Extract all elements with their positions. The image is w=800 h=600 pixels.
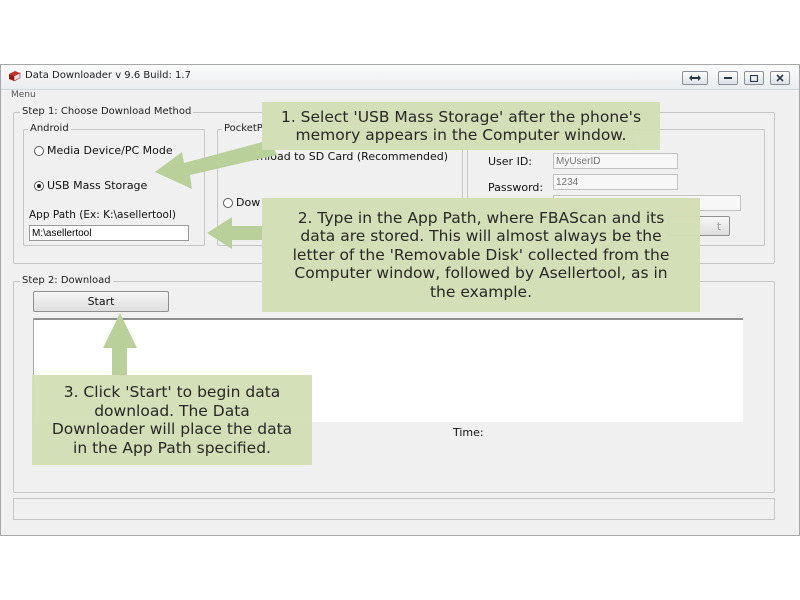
window-title: Data Downloader v 9.6 Build: 1.7	[25, 70, 191, 81]
callout-step1: 1. Select 'USB Mass Storage' after the p…	[262, 102, 660, 150]
book-icon	[9, 71, 21, 82]
status-bar	[13, 498, 775, 520]
second-download-radio[interactable]	[223, 198, 233, 208]
time-label: Time:	[453, 426, 484, 439]
maximize-button[interactable]	[744, 71, 764, 85]
android-legend: Android	[28, 123, 71, 134]
minimize-icon	[724, 77, 732, 79]
usb-mass-storage-label: USB Mass Storage	[47, 179, 148, 192]
userid-input[interactable]	[553, 153, 678, 169]
close-button[interactable]	[770, 71, 790, 85]
title-bar[interactable]: Data Downloader v 9.6 Build: 1.7	[1, 65, 799, 90]
password-label: Password:	[488, 181, 544, 194]
double-arrow-icon	[689, 75, 701, 81]
menu-bar: Menu	[1, 90, 799, 102]
callout-step1-text: 1. Select 'USB Mass Storage' after the p…	[280, 107, 642, 145]
media-device-radio[interactable]	[34, 146, 44, 156]
callout-step3-text: 3. Click 'Start' to begin data download.…	[51, 383, 293, 457]
resize-button[interactable]	[682, 71, 708, 85]
step2-legend: Step 2: Download	[20, 275, 113, 286]
maximize-icon	[750, 74, 758, 82]
callout-step2: 2. Type in the App Path, where FBAScan a…	[262, 198, 700, 312]
start-button[interactable]: Start	[33, 291, 169, 312]
usb-mass-storage-radio[interactable]	[34, 181, 44, 191]
callout-step2-text: 2. Type in the App Path, where FBAScan a…	[292, 208, 670, 301]
android-group: Android Media Device/PC Mode USB Mass St…	[23, 123, 205, 246]
arrow-to-app-path-icon	[207, 217, 262, 249]
sd-card-label: Download to SD Card (Recommended)	[236, 150, 449, 163]
account-action-label: t	[716, 219, 722, 233]
minimize-button[interactable]	[718, 71, 738, 85]
media-device-label: Media Device/PC Mode	[47, 144, 173, 157]
pocketpc-legend: PocketP	[222, 123, 265, 134]
app-path-input[interactable]	[29, 225, 189, 241]
close-icon	[776, 74, 784, 82]
password-input[interactable]	[553, 174, 678, 190]
step1-legend: Step 1: Choose Download Method	[20, 106, 194, 117]
userid-label: User ID:	[488, 155, 532, 168]
start-button-label: Start	[87, 295, 115, 308]
arrow-to-start-icon	[103, 313, 137, 376]
app-path-label: App Path (Ex: K:\asellertool)	[29, 209, 176, 221]
arrow-to-usb-icon	[155, 140, 277, 189]
callout-step3: 3. Click 'Start' to begin data download.…	[32, 375, 312, 465]
second-download-label: Dow	[236, 196, 261, 209]
menu-item[interactable]: Menu	[11, 90, 36, 100]
